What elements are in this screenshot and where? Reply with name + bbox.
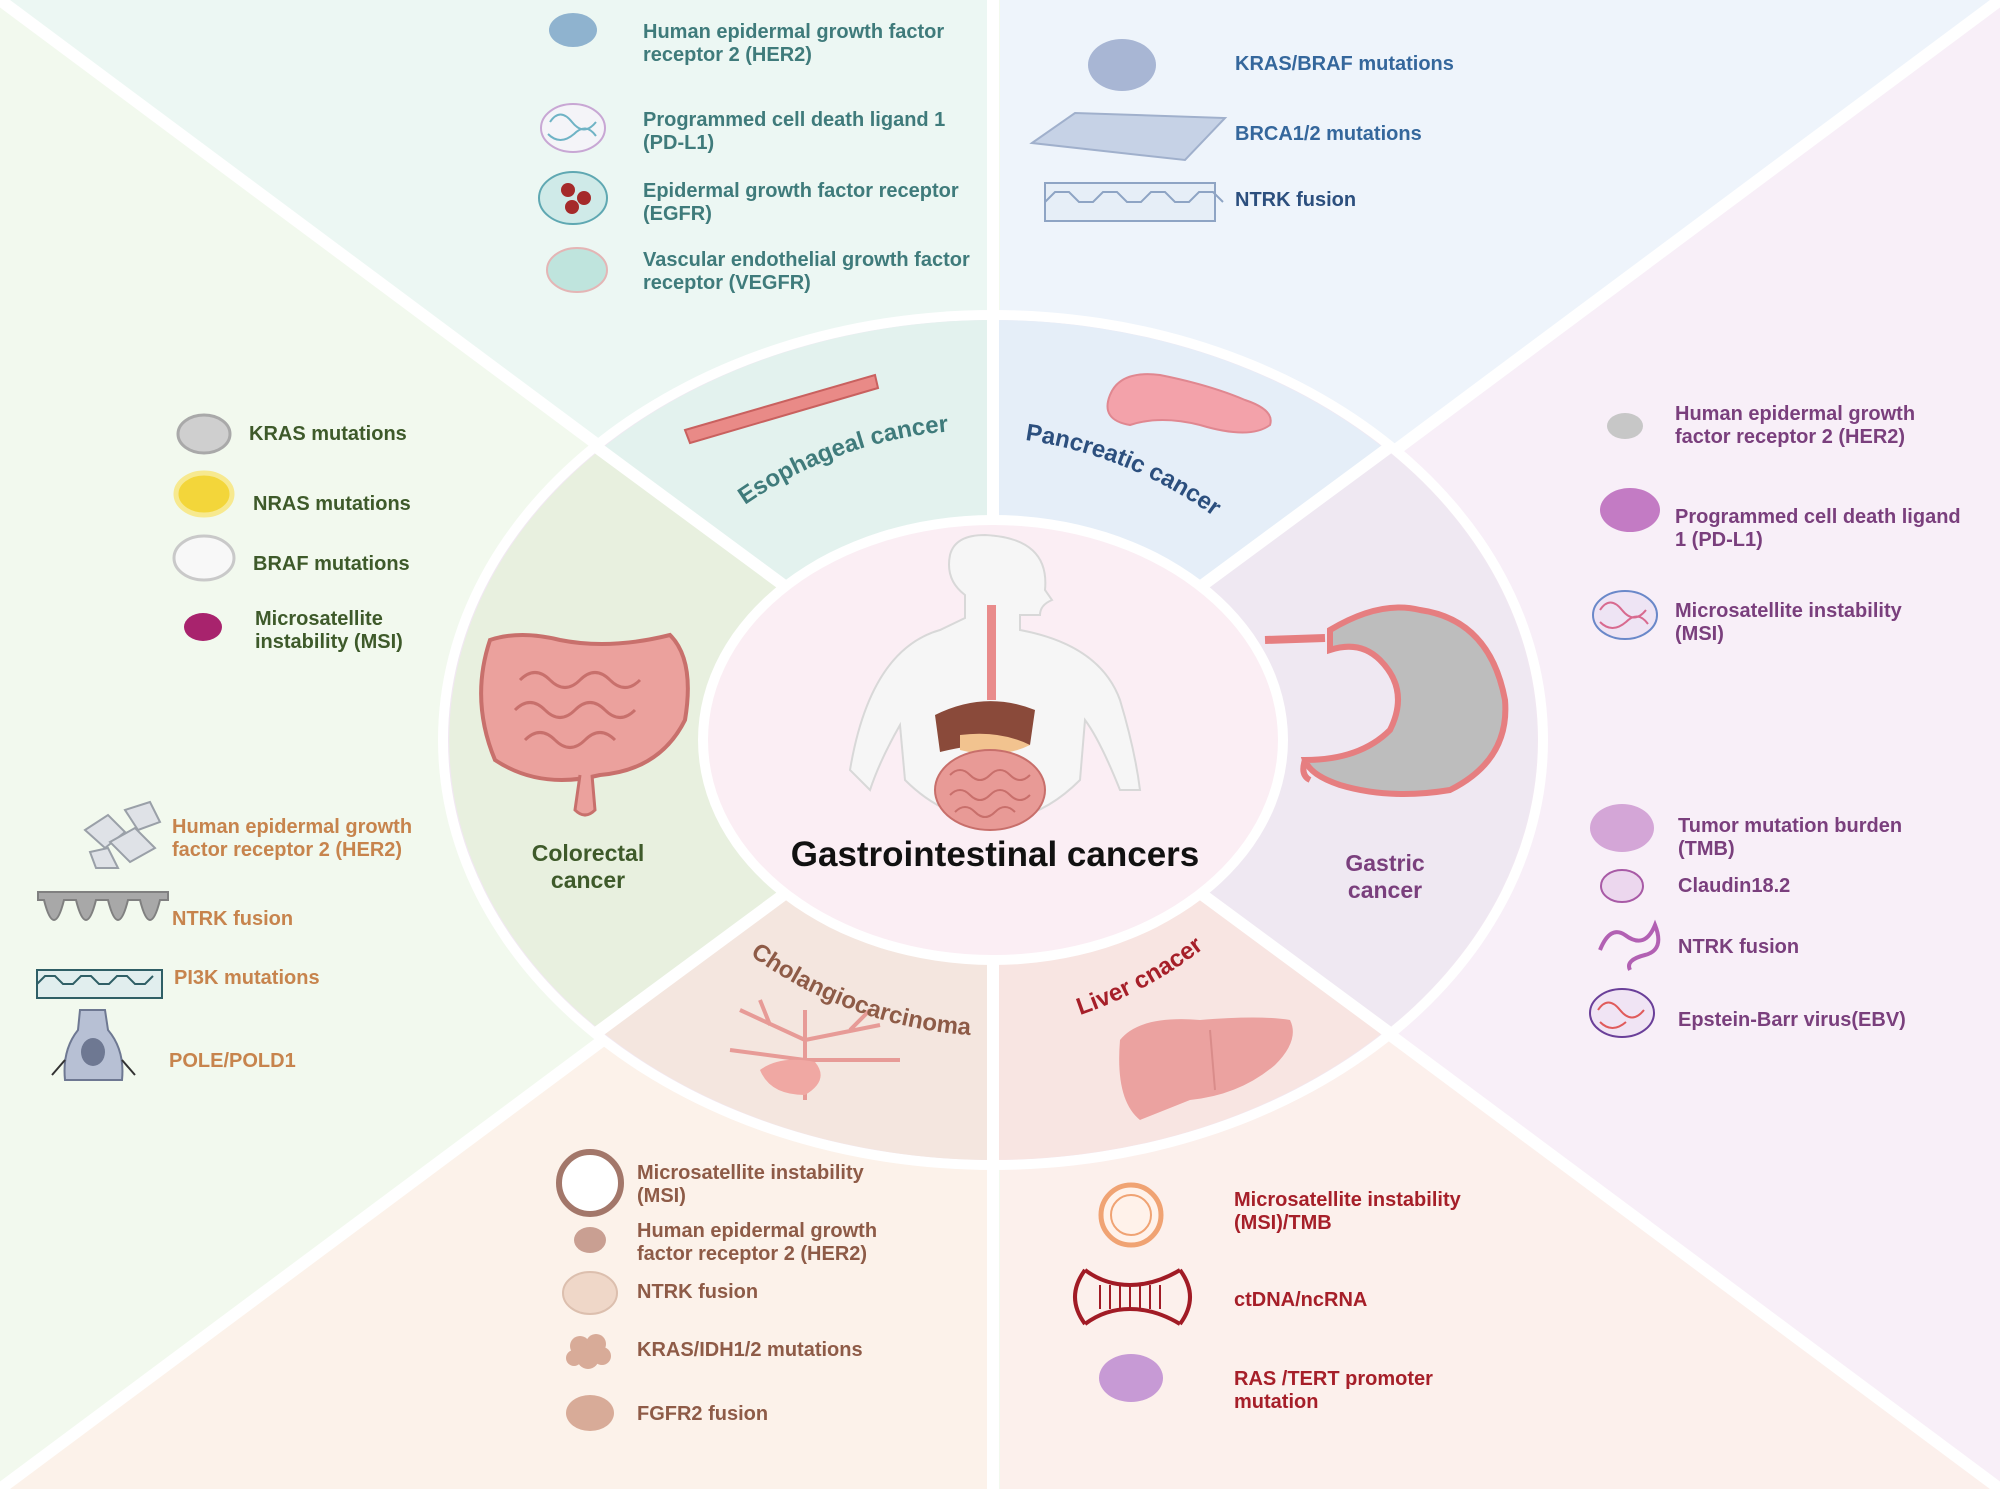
- tangle-icon: [1600, 869, 1644, 903]
- violet-oval-icon: [1590, 804, 1654, 852]
- colorectal-title: Colorectal cancer: [531, 840, 645, 893]
- colorectal-item: NTRK fusion: [172, 908, 294, 930]
- stomach-icon: [1264, 604, 1509, 797]
- blue-oval-icon: [549, 13, 597, 47]
- cholangio-item: KRAS/IDH1/2 mutations: [637, 1339, 863, 1361]
- blue-oval-icon: [546, 247, 608, 293]
- blue-oval-icon: [1088, 39, 1156, 91]
- pancreas-icon: [1106, 373, 1272, 434]
- violet-oval-icon: [1099, 1354, 1163, 1402]
- gastric-title: Gastric cancer: [1345, 850, 1425, 903]
- liver-item: Microsatellite instability (MSI)/TMB: [1234, 1189, 1461, 1234]
- tan-oval-icon: [562, 1271, 618, 1315]
- esophageal-item: Programmed cell death ligand 1 (PD-L1): [643, 109, 946, 154]
- crystal-cluster-icon: [83, 800, 162, 869]
- colorectal-item: POLE/POLD1: [169, 1050, 296, 1072]
- cell-icon: [51, 1009, 136, 1081]
- esophagus-icon: [683, 373, 880, 445]
- liver-item: RAS /TERT promoter mutation: [1234, 1368, 1433, 1413]
- coil-icon: [1598, 919, 1661, 971]
- esophageal-item: Vascular endothelial growth factor recep…: [643, 249, 970, 294]
- tan-oval-icon: [566, 1395, 614, 1431]
- gastric-item: Programmed cell death ligand 1 (PD-L1): [1675, 506, 1961, 551]
- gastric-item: Epstein-Barr virus(EBV): [1678, 1009, 1906, 1031]
- hexagon-tube-icon: [1044, 182, 1224, 222]
- esophageal-item: Epidermal growth factor receptor (EGFR): [643, 180, 959, 225]
- colorectal-item: BRAF mutations: [253, 553, 410, 575]
- tangle-icon: [540, 103, 606, 153]
- pancreatic-item: KRAS/BRAF mutations: [1235, 53, 1454, 75]
- colorectal-item: NRAS mutations: [253, 493, 411, 515]
- tangle-icon: [538, 171, 608, 225]
- gastric-item: NTRK fusion: [1678, 936, 1800, 958]
- bile-duct-icon: [729, 999, 900, 1100]
- colorectal-item: KRAS mutations: [249, 423, 407, 445]
- intestine-icon: [479, 632, 690, 817]
- cholangio-item: Microsatellite instability (MSI): [637, 1162, 864, 1207]
- tan-oval-icon: [574, 1227, 606, 1253]
- gastric-item: Claudin18.2: [1678, 875, 1791, 897]
- white-oval-icon: [172, 534, 236, 582]
- dotted-oval-icon: [1600, 488, 1660, 532]
- cholangio-item: FGFR2 fusion: [637, 1403, 769, 1425]
- villi-icon: [37, 891, 169, 921]
- cluster-icon: [566, 1334, 611, 1369]
- colorectal-item: Human epidermal growth factor receptor 2…: [172, 816, 413, 861]
- ring-icon: [556, 1149, 624, 1217]
- cholangio-item: Human epidermal growth factor receptor 2…: [637, 1220, 878, 1265]
- esophageal-item: Human epidermal growth factor receptor 2…: [643, 21, 945, 66]
- colorectal-item: PI3K mutations: [174, 967, 320, 989]
- pancreatic-item: NTRK fusion: [1235, 189, 1357, 211]
- dna-loop-icon: [1073, 1268, 1192, 1326]
- cholangio-item: NTRK fusion: [637, 1281, 759, 1303]
- gastric-item: Microsatellite instability (MSI): [1675, 600, 1902, 645]
- ring-icon: [1098, 1182, 1164, 1248]
- colorectal-item: Microsatellite instability (MSI): [255, 608, 403, 653]
- tangle-icon: [1592, 590, 1658, 640]
- mesh-sheet-icon: [1029, 111, 1228, 162]
- magenta-oval-icon: [184, 613, 222, 641]
- human-body-icon: [848, 533, 1142, 831]
- pancreatic-item: BRCA1/2 mutations: [1235, 123, 1422, 145]
- gastric-item: Human epidermal growth factor receptor 2…: [1675, 403, 1916, 448]
- grey-oval-icon: [1607, 413, 1643, 439]
- grey-oval-icon: [176, 413, 232, 455]
- center-title: Gastrointestinal cancers: [790, 835, 1200, 874]
- gastric-item: Tumor mutation burden (TMB): [1678, 815, 1903, 860]
- liver-item: ctDNA/ncRNA: [1234, 1289, 1368, 1311]
- hexagon-tube-icon: [36, 969, 163, 999]
- liver-icon: [1119, 1017, 1293, 1120]
- yellow-oval-icon: [173, 470, 235, 518]
